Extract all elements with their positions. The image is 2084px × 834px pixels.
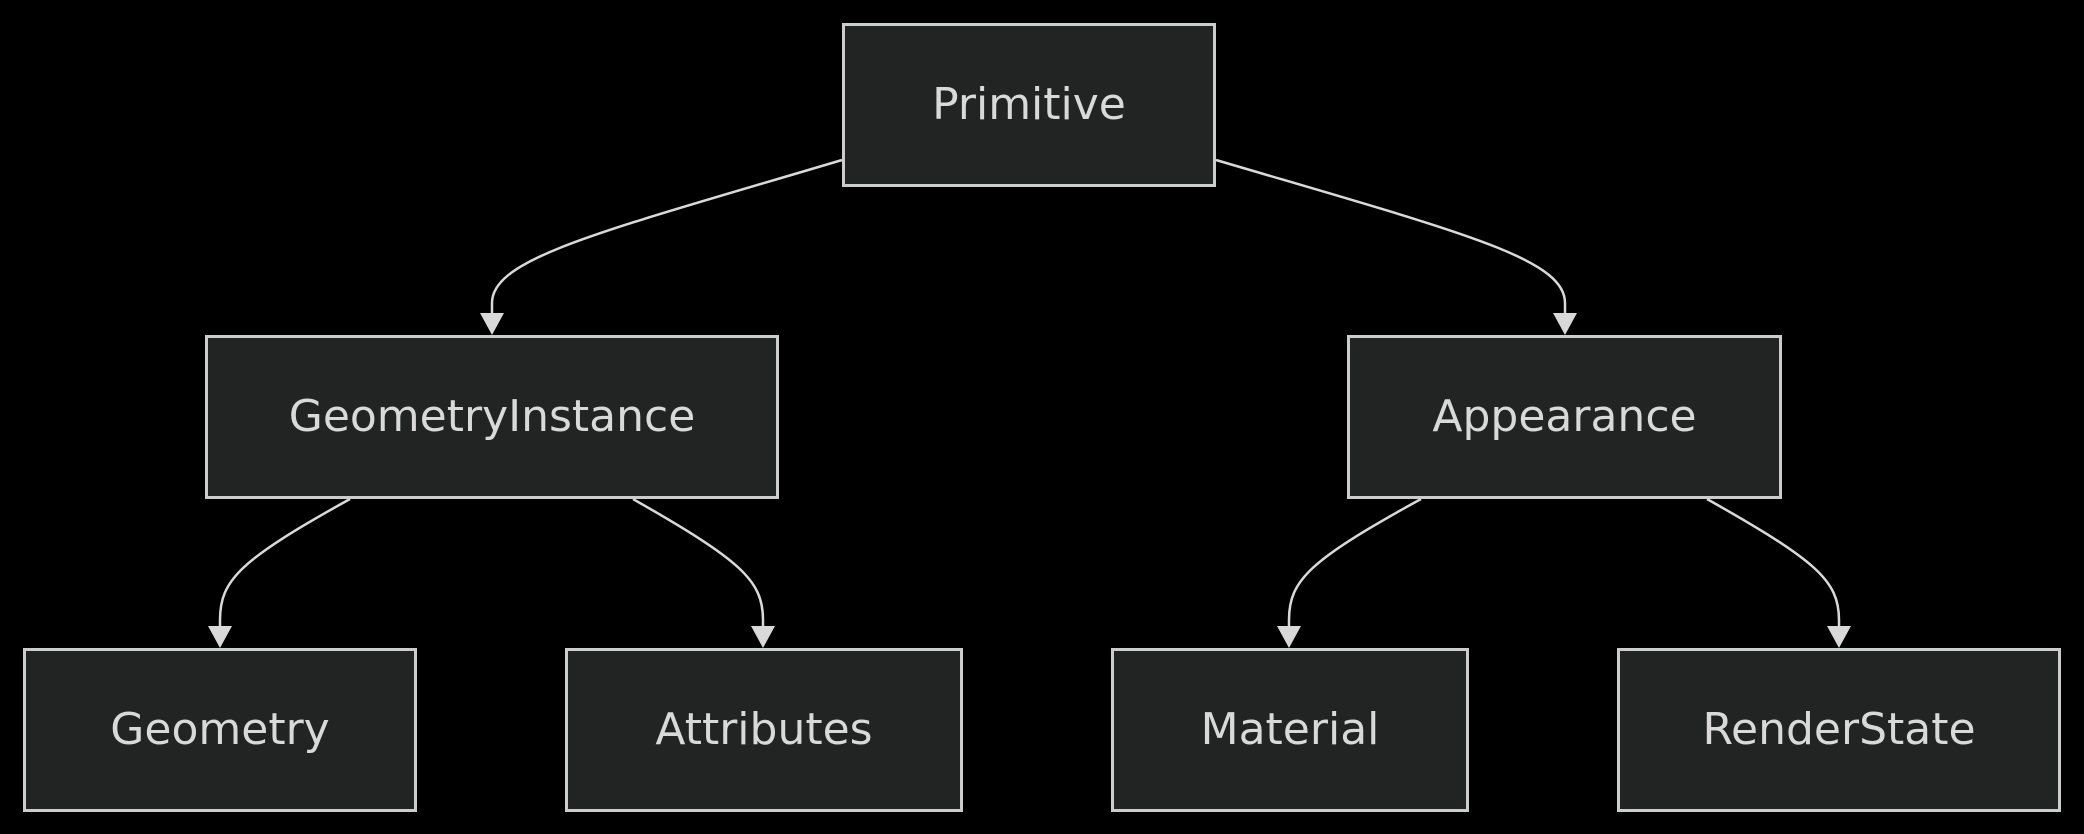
edge-appearance-material	[1287, 497, 1422, 635]
node-geometry-instance-label: GeometryInstance	[288, 391, 696, 442]
arrowhead-appearance	[1553, 313, 1577, 335]
arrowhead-material	[1277, 626, 1301, 648]
node-primitive-label: Primitive	[932, 79, 1126, 130]
edge-appearance-renderstate	[1706, 497, 1841, 635]
node-render-state: RenderState	[1617, 648, 2061, 812]
node-attributes-label: Attributes	[655, 704, 873, 755]
arrowhead-geometryinstance	[480, 313, 504, 335]
node-material: Material	[1111, 648, 1469, 812]
node-render-state-label: RenderState	[1702, 704, 1976, 755]
node-material-label: Material	[1200, 704, 1380, 755]
node-appearance-label: Appearance	[1432, 391, 1697, 442]
node-geometry-label: Geometry	[110, 704, 330, 755]
arrowhead-attributes	[751, 626, 775, 648]
node-geometry-instance: GeometryInstance	[205, 335, 779, 499]
arrowhead-renderstate	[1827, 626, 1851, 648]
edge-geometryinstance-attributes	[632, 497, 765, 635]
node-attributes: Attributes	[565, 648, 963, 812]
edge-geometryinstance-geometry	[218, 497, 351, 635]
edge-primitive-geometryinstance	[490, 158, 843, 322]
edge-primitive-appearance	[1215, 158, 1567, 322]
arrowhead-geometry	[208, 626, 232, 648]
node-primitive: Primitive	[842, 23, 1216, 187]
node-appearance: Appearance	[1347, 335, 1782, 499]
node-geometry: Geometry	[23, 648, 417, 812]
